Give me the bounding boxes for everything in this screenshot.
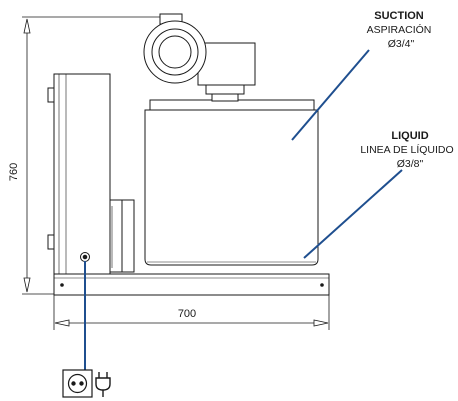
fan-motor	[143, 13, 256, 102]
width-dimension	[53, 294, 330, 330]
base-plate	[53, 273, 330, 296]
plug-icon	[95, 372, 111, 397]
width-dimension-label: 700	[178, 308, 196, 320]
suction-leader	[291, 49, 370, 141]
suction-subtitle: ASPIRACIÓN	[367, 23, 432, 36]
power-connector	[80, 252, 90, 262]
bracket	[107, 199, 135, 273]
liquid-title: LIQUID	[391, 130, 428, 142]
liquid-size: Ø3/8"	[397, 158, 424, 170]
control-panel	[47, 73, 111, 275]
leader-lines	[84, 49, 403, 370]
height-dimension	[22, 16, 180, 295]
socket-icon	[62, 369, 93, 398]
liquid-leader	[303, 169, 403, 259]
suction-size: Ø3/4"	[388, 38, 415, 50]
liquid-subtitle: LINEA DE LÍQUIDO	[360, 143, 453, 156]
tank	[144, 99, 319, 266]
height-dimension-label: 760	[8, 163, 20, 181]
suction-title: SUCTION	[374, 10, 424, 22]
